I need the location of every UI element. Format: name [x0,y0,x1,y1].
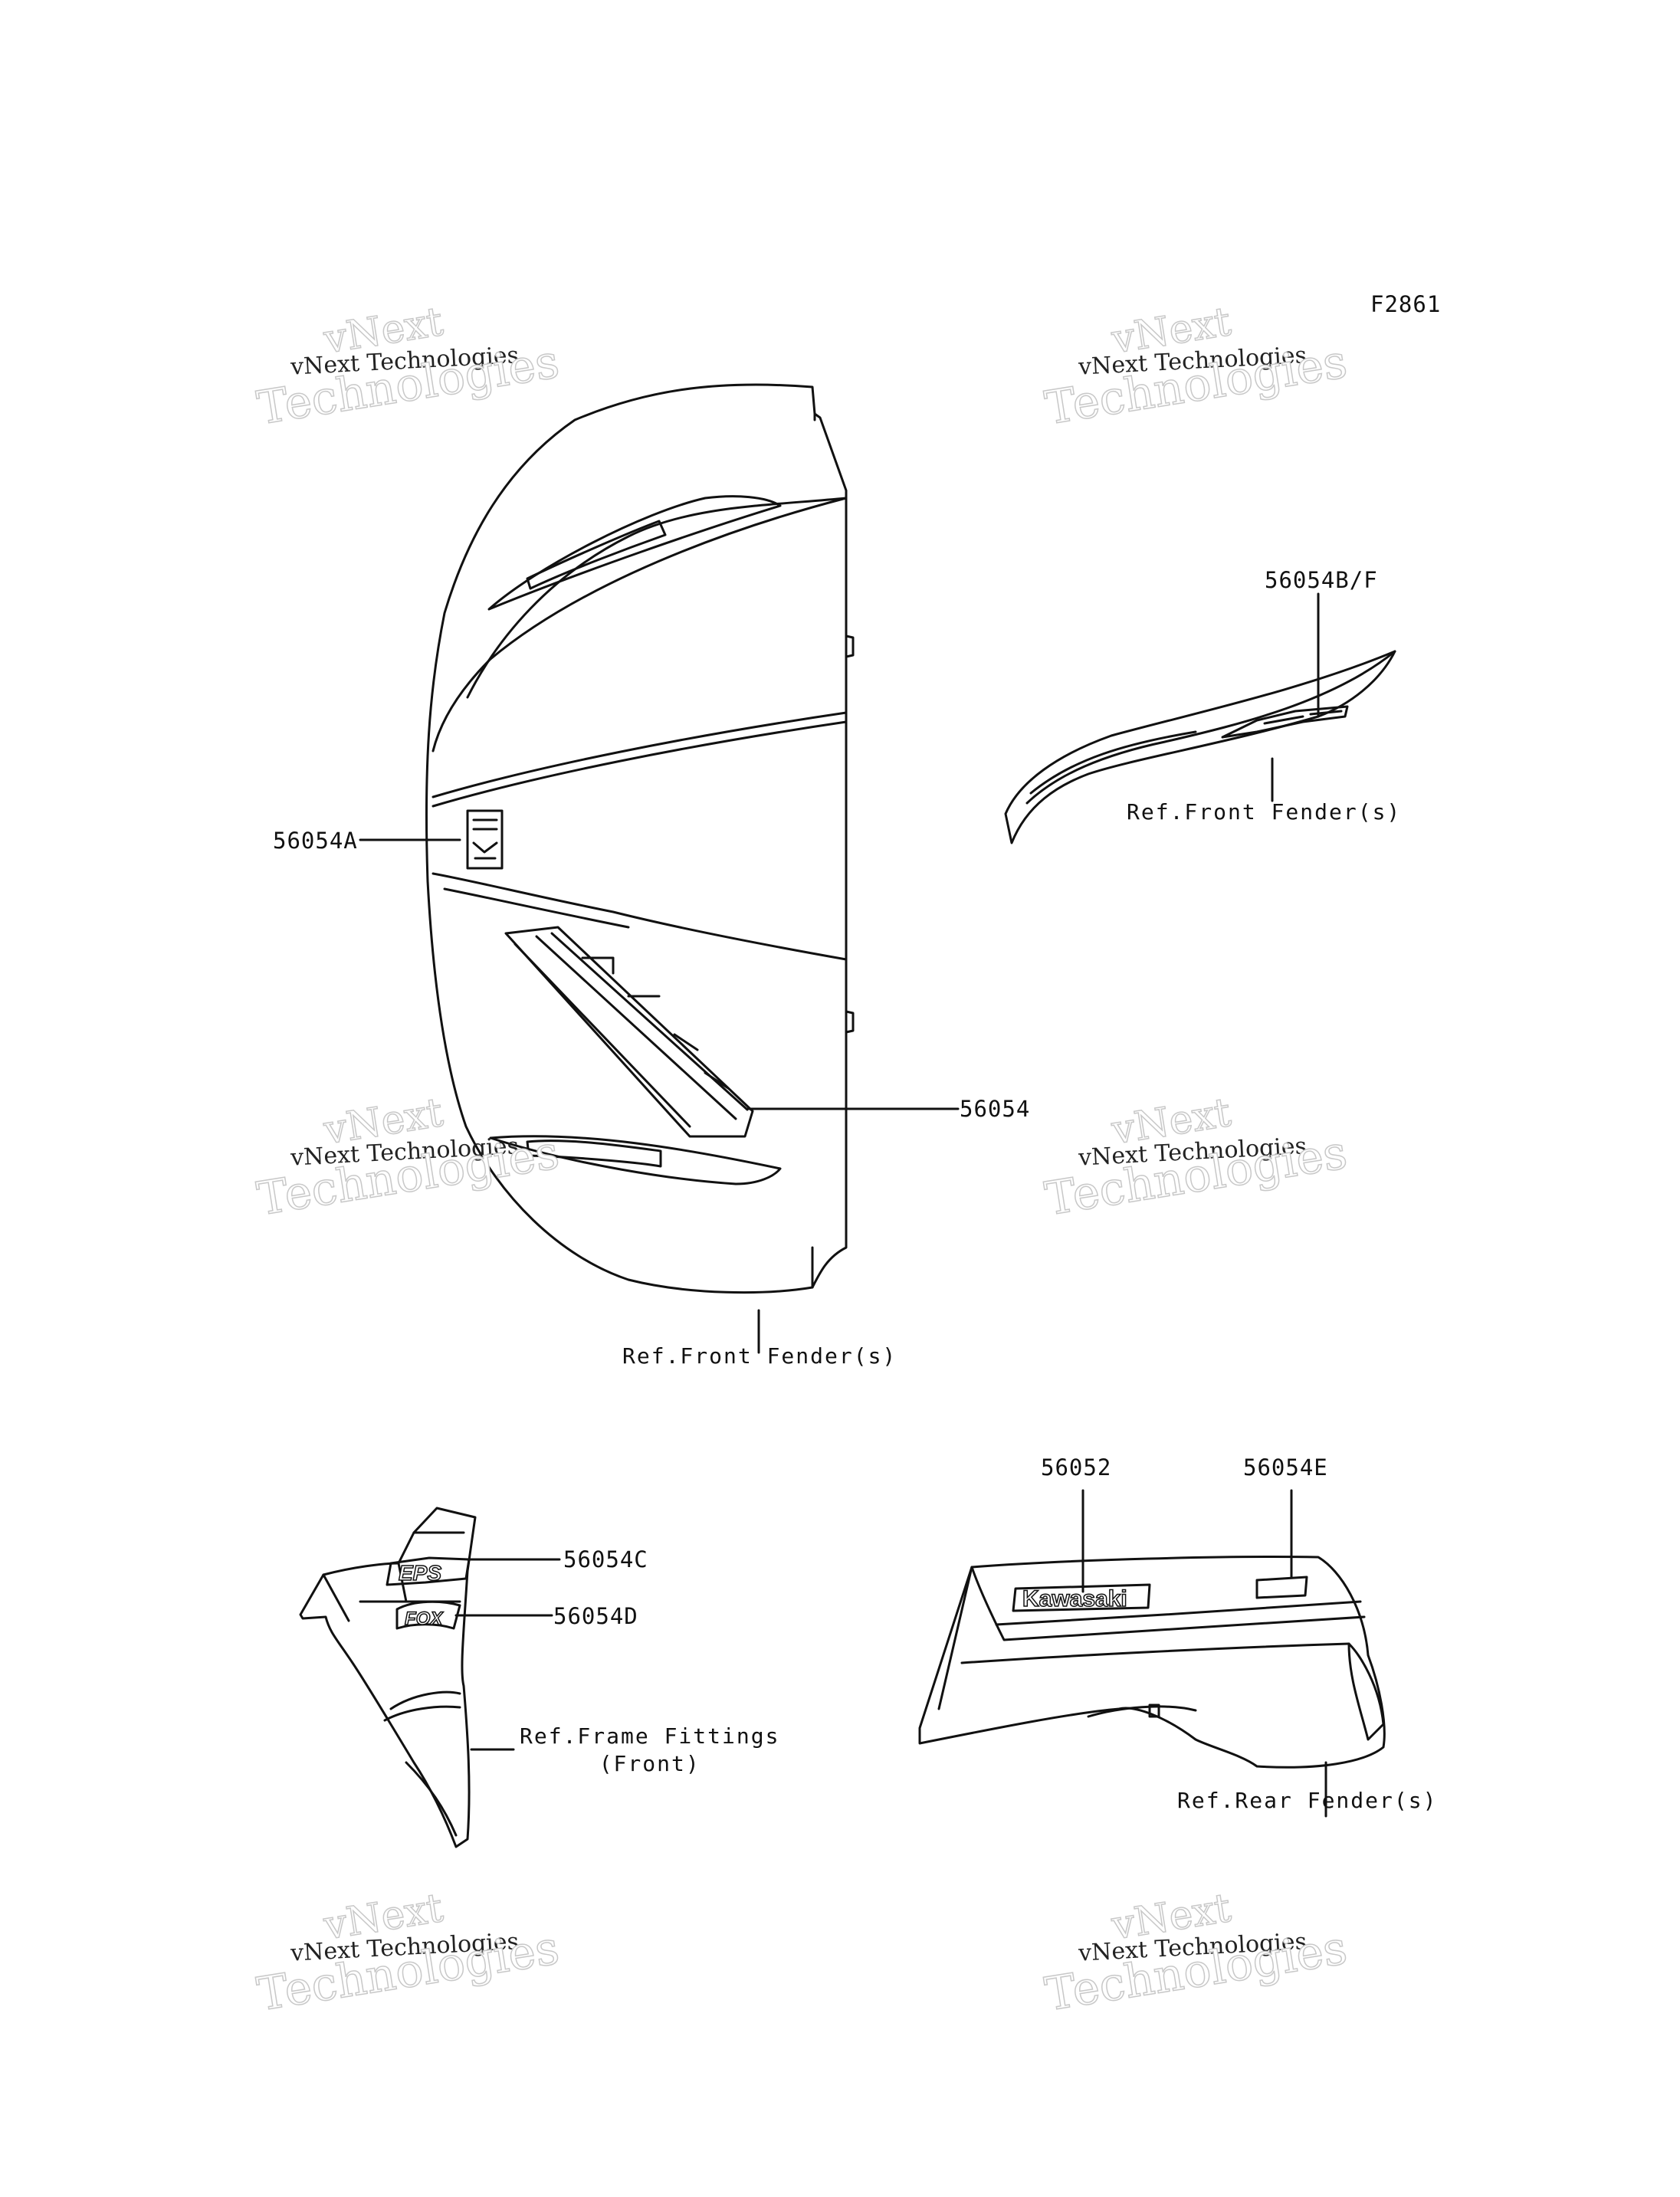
ref-frame-fittings: Ref.Frame Fittings (Front) [520,1723,780,1776]
front-fender-side-view [1004,592,1396,844]
callout-56054c: 56054C [563,1546,648,1572]
front-fender-front-view [359,383,960,1354]
callout-56054a: 56054A [273,828,358,854]
fox-decal: FOX [405,1608,444,1629]
callout-56052: 56052 [1041,1454,1112,1481]
rear-fender-side-view [918,1489,1386,1818]
ref-rear-fender: Ref.Rear Fender(s) [1177,1788,1438,1813]
callout-56054: 56054 [960,1096,1031,1122]
callout-56054e: 56054E [1243,1454,1328,1481]
callout-56054bf: 56054B/F [1265,567,1378,593]
rear-brand-decal: Kawasaki [1022,1586,1127,1612]
eps-decal: EPS [399,1561,441,1585]
callout-56054d: 56054D [553,1603,638,1629]
ref-front-fender-front: Ref.Front Fender(s) [622,1343,897,1369]
figure-code: F2861 [1370,291,1442,317]
frame-fitting-front [299,1507,561,1848]
ref-front-fender-side: Ref.Front Fender(s) [1127,799,1402,825]
